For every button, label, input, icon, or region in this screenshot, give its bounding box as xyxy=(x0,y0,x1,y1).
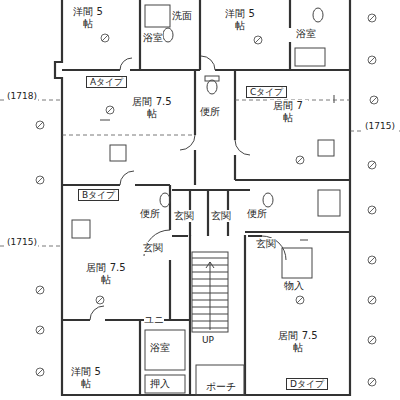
stair-label: UP xyxy=(201,336,215,346)
room-name: 居間 7.5 帖 xyxy=(130,96,174,119)
room-name: Bタイプ xyxy=(82,190,115,200)
room-name: 洋間 5 帖 xyxy=(68,366,104,389)
room-name: 玄関 xyxy=(143,242,163,254)
room-label: 玄関 xyxy=(143,242,163,254)
room-name: 洋間 5 帖 xyxy=(70,6,106,29)
room-label: ユニ xyxy=(144,314,164,326)
room-name: 居間 7.5 帖 xyxy=(84,262,128,285)
room-name: 居間 7.5 帖 xyxy=(276,330,320,353)
room-name: 洋間 5 帖 xyxy=(222,8,258,31)
room-label: 洗面 xyxy=(172,10,192,22)
room-name: 浴室 xyxy=(150,342,170,354)
room-label: 玄関 xyxy=(174,210,194,222)
room-name: 玄関 xyxy=(174,210,194,222)
room-label: 便所 xyxy=(247,208,267,220)
dimension-label: (1718) xyxy=(6,92,38,102)
room-name: 押入 xyxy=(150,378,170,390)
room-label: 居間 7.5 帖 xyxy=(130,96,174,119)
room-name: ポーチ xyxy=(206,381,236,393)
unit-type-box: Bタイプ xyxy=(78,189,119,201)
room-label: 玄関 xyxy=(256,238,276,250)
room-name: 浴室 xyxy=(296,28,316,40)
room-label: 浴室 xyxy=(143,32,163,44)
room-label: 浴室 xyxy=(150,342,170,354)
room-label: 居間 7.5 帖 xyxy=(276,330,320,353)
room-name: 玄関 xyxy=(256,238,276,250)
room-name: 便所 xyxy=(247,208,267,220)
room-name: 洗面 xyxy=(172,10,192,22)
room-name: 居間 7 帖 xyxy=(268,100,308,123)
room-label: ポーチ xyxy=(206,381,236,393)
dimension-label: (1715) xyxy=(6,238,38,248)
room-name: Cタイプ xyxy=(250,87,283,97)
room-name: Dタイプ xyxy=(290,379,324,389)
room-label: 浴室 xyxy=(296,28,316,40)
dimension-label: (1715) xyxy=(364,122,396,132)
room-label: 物入 xyxy=(284,280,304,292)
room-name: 物入 xyxy=(284,280,304,292)
room-label: 洋間 5 帖 xyxy=(70,6,106,29)
room-label: 便所 xyxy=(140,208,160,220)
room-label: 玄関 xyxy=(211,210,231,222)
room-label: 押入 xyxy=(150,378,170,390)
room-label: 居間 7 帖 xyxy=(268,100,308,123)
room-label: 洋間 5 帖 xyxy=(68,366,104,389)
room-name: 便所 xyxy=(140,208,160,220)
room-label: 洋間 5 帖 xyxy=(222,8,258,31)
room-label: 居間 7.5 帖 xyxy=(84,262,128,285)
room-label: 便所 xyxy=(200,106,220,118)
unit-type-box: Cタイプ xyxy=(246,86,287,98)
room-name: 浴室 xyxy=(143,32,163,44)
room-name: ユニ xyxy=(144,314,164,326)
room-name: 便所 xyxy=(200,106,220,118)
unit-type-box: Dタイプ xyxy=(286,378,328,390)
room-name: 玄関 xyxy=(211,210,231,222)
room-name: Aタイプ xyxy=(90,77,123,87)
unit-type-box: Aタイプ xyxy=(86,76,127,88)
